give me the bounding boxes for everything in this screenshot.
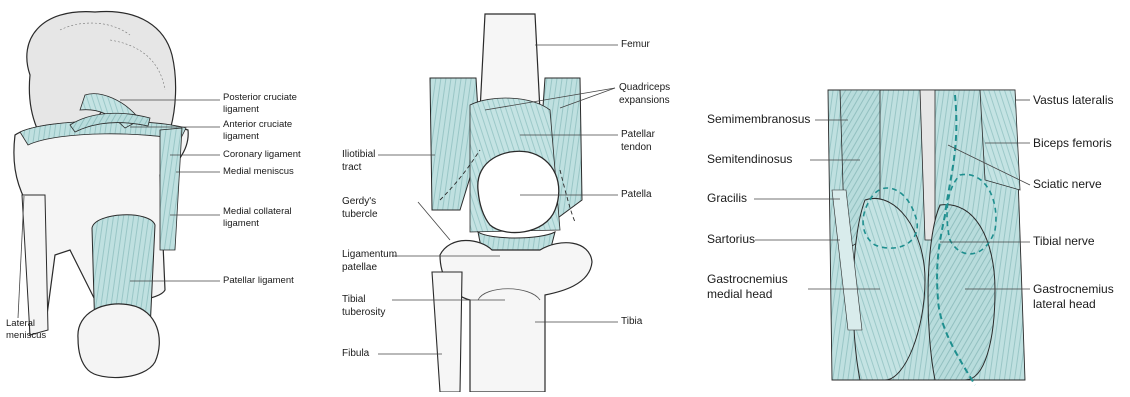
label-coronary-ligament: Coronary ligament — [223, 149, 301, 161]
label-gracilis: Gracilis — [707, 191, 747, 206]
label-semimembranosus: Semimembranosus — [707, 112, 810, 127]
tibia-head — [440, 240, 592, 392]
patella — [78, 304, 159, 378]
label-fibula: Fibula — [342, 348, 369, 361]
label-patellar-ligament: Patellar ligament — [223, 275, 294, 287]
label-tibia: Tibia — [621, 316, 642, 329]
label-tibial-nerve: Tibial nerve — [1033, 234, 1095, 249]
label-vastus-lateralis: Vastus lateralis — [1033, 93, 1113, 108]
fibula — [432, 272, 462, 392]
patella-front — [478, 151, 559, 232]
label-patella: Patella — [621, 189, 652, 202]
panel-anterior-knee — [430, 14, 592, 392]
label-semitendinosus: Semitendinosus — [707, 152, 792, 167]
label-sartorius: Sartorius — [707, 232, 755, 247]
label-sciatic-nerve: Sciatic nerve — [1033, 177, 1102, 192]
panel-posterior-knee — [828, 90, 1025, 385]
label-femur: Femur — [621, 39, 650, 52]
label-medial-meniscus: Medial meniscus — [223, 166, 294, 178]
label-biceps-femoris: Biceps femoris — [1033, 136, 1112, 151]
